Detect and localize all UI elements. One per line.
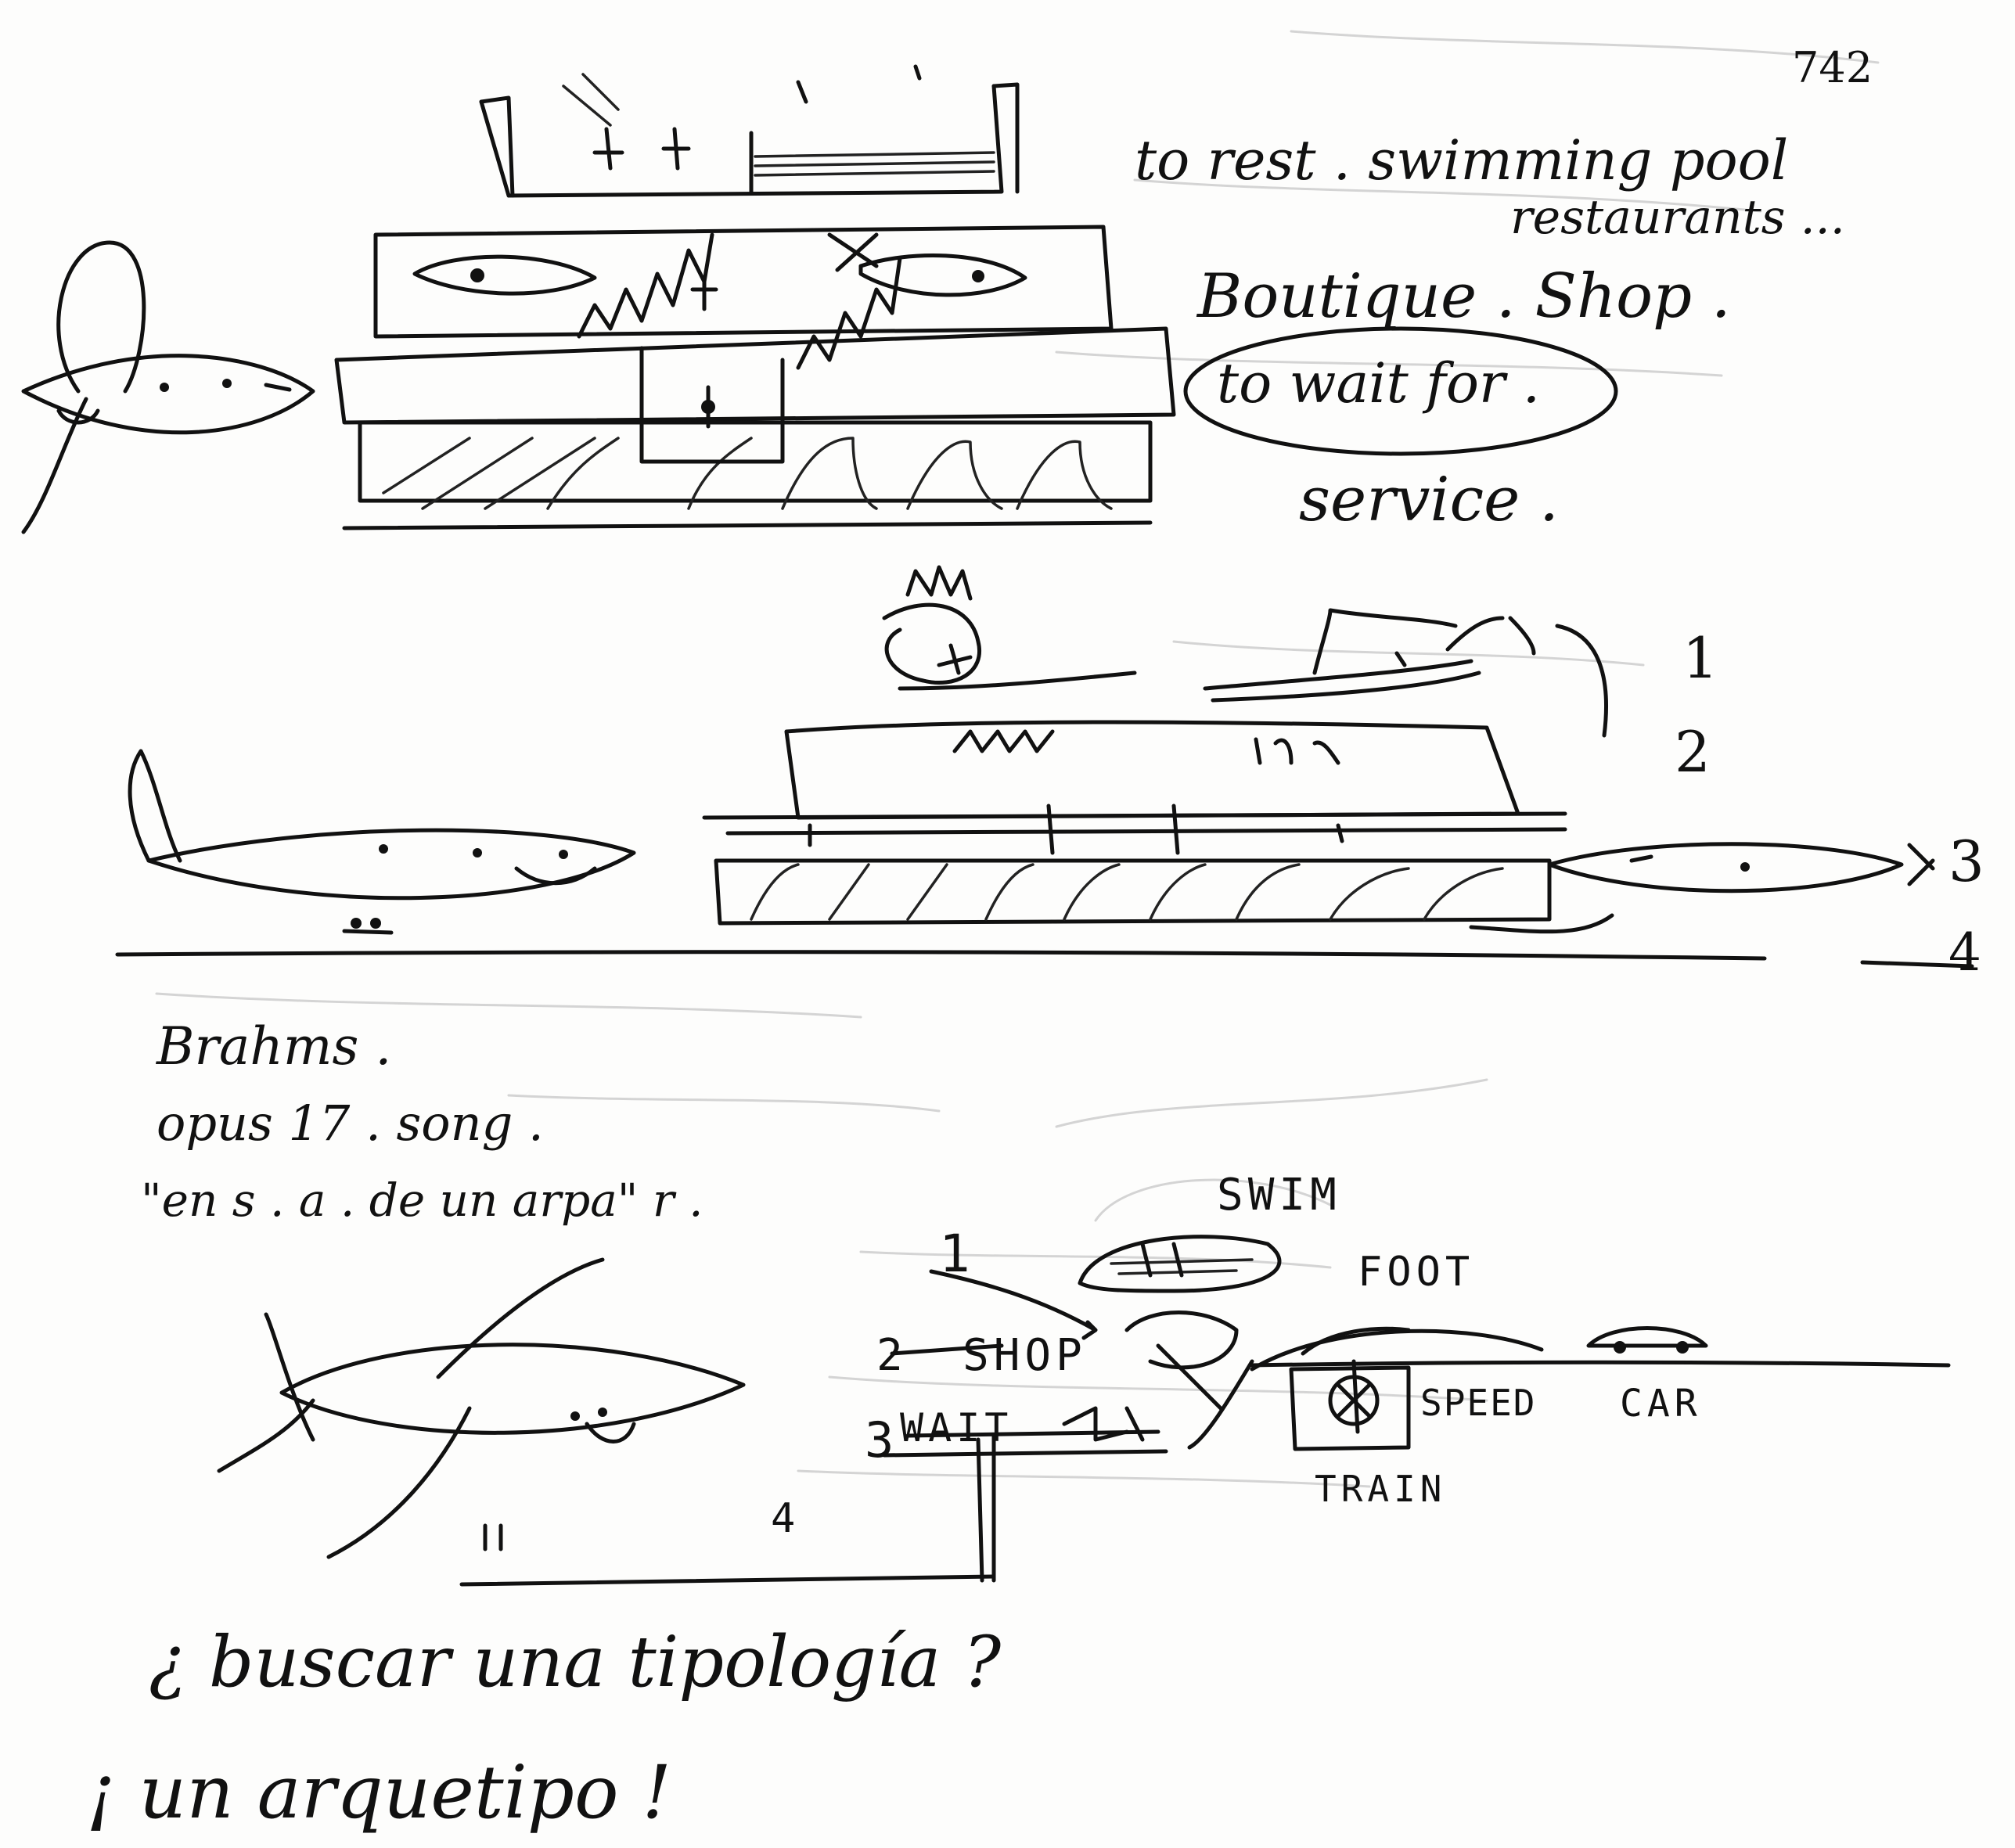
diagram-label-num-1: 1 (939, 1224, 975, 1284)
brahms-note-line-2: opus 17 . song . (157, 1095, 544, 1152)
closing-note-line-2: ¡ un arquetipo ! (86, 1750, 672, 1835)
closing-note-line-1: ¿ buscar una tipología ? (149, 1621, 1002, 1703)
top-note-line-5: service . (1299, 465, 1559, 535)
level-label-4: 4 (1948, 922, 1981, 983)
top-note-line-1: to rest . swimming pool (1135, 128, 1789, 192)
circled-note-outline (1183, 326, 1618, 456)
diagram-label-swim: SWIM (1217, 1170, 1341, 1221)
top-note-line-3: Boutique . Shop . (1197, 261, 1731, 332)
top-note-line-4: to wait for . (1217, 351, 1540, 415)
bottom-diagram (217, 1178, 1951, 1587)
diagram-label-foot: FOOT (1358, 1249, 1475, 1296)
diagram-label-shop: SHOP (963, 1330, 1087, 1381)
diagram-label-num-4: 4 (771, 1495, 801, 1542)
paper-bleed-through (155, 30, 1880, 1488)
level-label-2: 2 (1675, 719, 1711, 785)
diagram-label-wait: WAIT (900, 1405, 1013, 1451)
level-label-1: 1 (1682, 625, 1718, 691)
diagram-label-num-2: 2 (876, 1330, 908, 1381)
diagram-label-car: CAR (1620, 1382, 1702, 1426)
top-sketch (21, 64, 1176, 534)
top-note-line-2: restaurants ... (1510, 190, 1845, 245)
brahms-note-line-1: Brahms . (157, 1016, 392, 1077)
diagram-label-train: TRAIN (1315, 1468, 1447, 1510)
diagram-label-speed: SPEED (1420, 1382, 1537, 1424)
brahms-note-line-3: "en s . a . de un arpa" r . (141, 1174, 703, 1227)
middle-sketch (115, 565, 1974, 969)
page-number: 742 (1792, 43, 1873, 92)
diagram-label-num-3: 3 (865, 1411, 899, 1469)
level-label-3: 3 (1948, 829, 1984, 894)
